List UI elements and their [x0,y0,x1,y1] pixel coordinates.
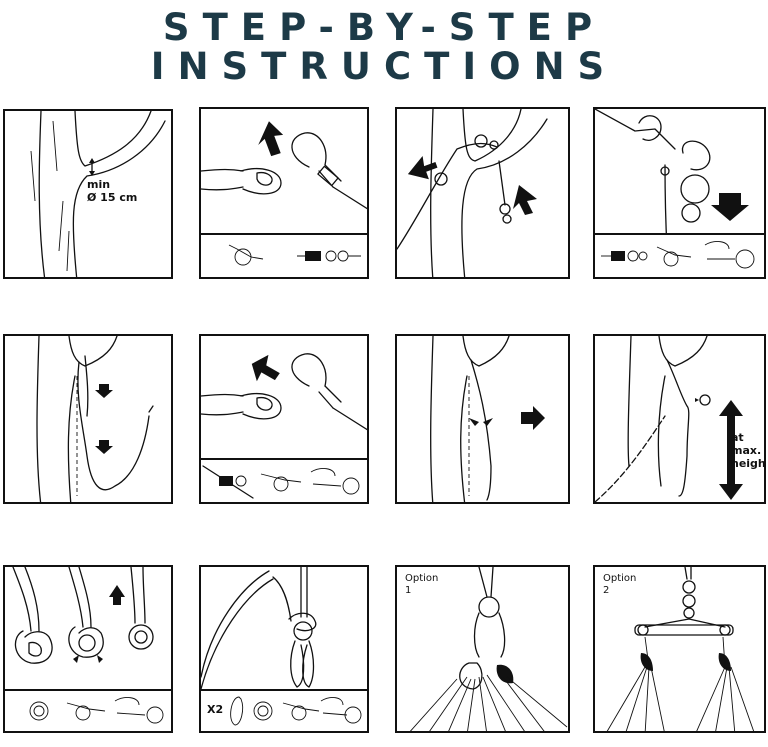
step-9-panel [3,565,173,733]
step-11-panel: Option 1 [395,565,570,733]
step-2-panel [199,107,369,279]
hammock-option-1-illustration [409,567,568,731]
rope-carabiner-illustration [201,353,367,431]
parts-illustration [230,696,362,726]
tree-throw-illustration [397,109,548,277]
step-8-panel: at max. height [593,334,766,504]
step-2-parts-strip [201,233,367,277]
step-4-parts-strip [595,233,764,277]
parts-illustration [228,244,361,266]
at-label: at [731,431,744,444]
diameter-label: Ø 15 cm [87,191,138,204]
tree-branch-illustration [30,111,166,277]
option-2-word: Option [603,573,637,584]
step-7-panel [395,334,570,504]
knot-tying-illustration [12,567,154,664]
max-label: max. [731,444,762,457]
step-9-parts-strip [5,689,171,731]
step-12-panel: Option 2 [593,565,766,733]
rope-pull-illustration [430,336,545,502]
step-10-parts-strip: X2 [201,689,367,731]
min-label: min [87,178,111,191]
parts-illustration [29,697,164,724]
parts-illustration [601,241,755,269]
rope-carabiner-illustration [201,121,367,210]
rope-over-branch-illustration [36,336,154,502]
option-1-number: 1 [405,585,412,596]
parts-illustration [202,465,360,499]
carabiner-attach-illustration [201,567,317,690]
rope-height-illustration [595,336,743,502]
step-1-panel: min Ø 15 cm [3,109,173,279]
option-2-number: 2 [603,585,610,596]
quantity-x2-label: X2 [207,703,224,716]
step-3-panel [395,107,570,279]
step-10-panel: X2 [199,565,369,733]
step-6-parts-strip [201,458,367,502]
step-6-panel [199,334,369,504]
height-label: height [731,457,766,470]
option-1-word: Option [405,573,439,584]
step-5-panel [3,334,173,504]
title-line-2: INSTRUCTIONS [150,45,618,88]
step-4-panel [593,107,766,279]
hammock-option-2-illustration [606,567,755,731]
title-line-1: STEP-BY-STEP [162,6,606,49]
